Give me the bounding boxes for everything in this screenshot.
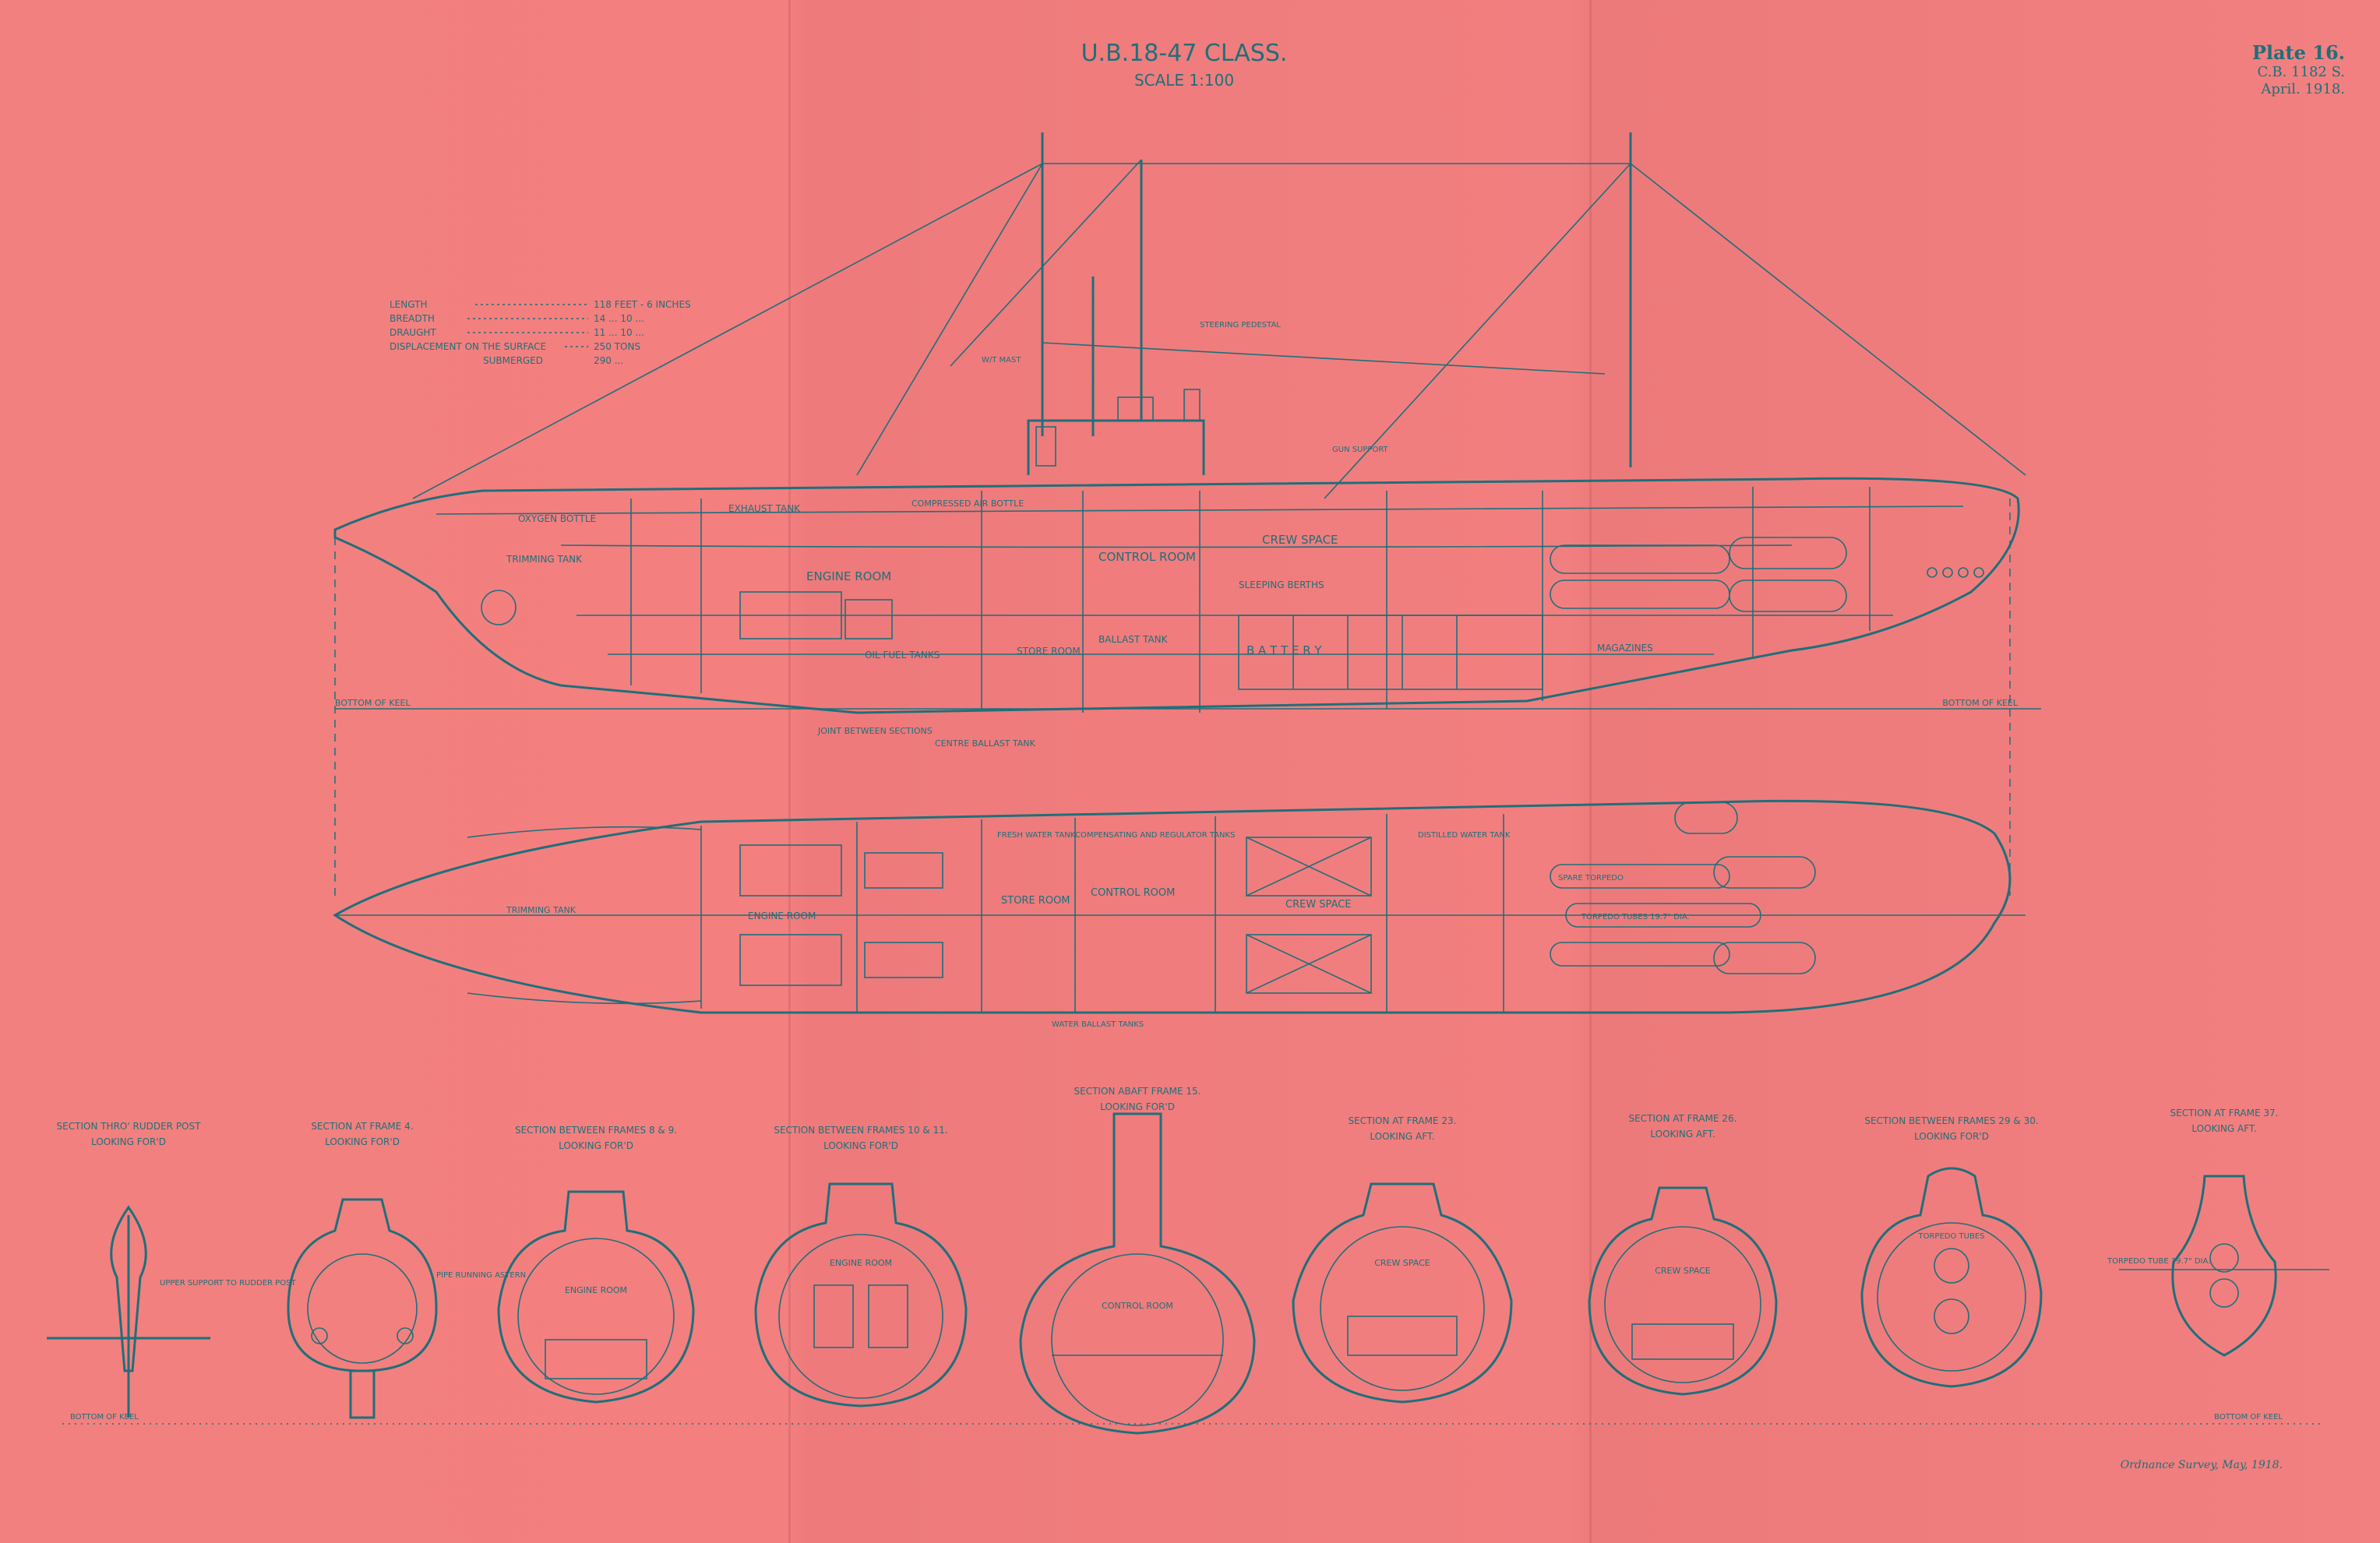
fold-line: [1589, 0, 1592, 1543]
section-note: CONTROL ROOM: [1102, 1301, 1173, 1311]
profile-label-store-room: STORE ROOM: [1017, 646, 1081, 657]
drawing-scale: SCALE 1:100: [1134, 71, 1234, 90]
section-subtitle: LOOKING FOR'D: [1914, 1131, 1989, 1142]
profile-label-compressed-air: COMPRESSED AIR BOTTLE: [911, 498, 1024, 509]
plan-label-distilled-water: DISTILLED WATER TANK: [1418, 831, 1511, 840]
profile-label-oil-fuel-tanks: OIL FUEL TANKS: [865, 650, 940, 661]
section-note: TORPEDO TUBE 19.7" DIA.: [2107, 1257, 2210, 1266]
plan-label-control-room: CONTROL ROOM: [1091, 887, 1175, 899]
profile-label-centre-ballast: CENTRE BALLAST TANK: [935, 738, 1036, 749]
profile-label-control-room: CONTROL ROOM: [1098, 550, 1196, 564]
plan-label-fresh-water: FRESH WATER TANK: [997, 831, 1076, 840]
section-frame-23: SECTION AT FRAME 23. LOOKING AFT. CREW S…: [1292, 1115, 1513, 1404]
section-abaft-frame-15: SECTION ABAFT FRAME 15. LOOKING FOR'D CO…: [1019, 1086, 1256, 1435]
plan-label-torpedo-tubes: TORPEDO TUBES 19.7" DIA.: [1581, 913, 1690, 921]
profile-label-engine-room: ENGINE ROOM: [806, 569, 891, 583]
section-note: CREW SPACE: [1374, 1258, 1430, 1268]
profile-label-exhaust-tank: EXHAUST TANK: [728, 503, 801, 514]
profile-view: ENGINE ROOM CONTROL ROOM CREW SPACE B A …: [333, 132, 2041, 896]
section-subtitle: LOOKING FOR'D: [559, 1140, 633, 1151]
plan-label-spare-torpedo: SPARE TORPEDO: [1558, 874, 1624, 882]
particular-value: 250 TONS: [594, 341, 640, 352]
section-note: ENGINE ROOM: [830, 1258, 892, 1268]
profile-label-sleeping-berths: SLEEPING BERTHS: [1239, 580, 1324, 590]
section-frame-26: SECTION AT FRAME 26. LOOKING AFT. CREW S…: [1588, 1113, 1778, 1396]
section-subtitle: LOOKING FOR'D: [325, 1136, 400, 1147]
section-subtitle: LOOKING AFT.: [1650, 1129, 1715, 1140]
section-title: SECTION AT FRAME 23.: [1349, 1115, 1457, 1126]
particular-label: SUBMERGED: [483, 355, 543, 366]
section-frame-4: SECTION AT FRAME 4. LOOKING FOR'D PIPE R…: [287, 1121, 526, 1419]
section-frames-29-30: SECTION BETWEEN FRAMES 29 & 30. LOOKING …: [1860, 1115, 2043, 1388]
profile-label-oxygen-bottle: OXYGEN BOTTLE: [518, 513, 596, 524]
sections-label-bottom-of-keel-left: BOTTOM OF KEEL: [70, 1413, 139, 1421]
plan-label-engine-room: ENGINE ROOM: [748, 911, 816, 921]
section-title: SECTION BETWEEN FRAMES 29 & 30.: [1864, 1115, 2038, 1126]
section-subtitle: LOOKING AFT.: [2191, 1123, 2256, 1134]
section-note: TORPEDO TUBES: [1918, 1232, 1985, 1241]
section-note: PIPE RUNNING ASTERN: [436, 1271, 526, 1280]
plate-reference: C.B. 1182 S.: [2258, 64, 2345, 80]
section-title: SECTION THRO' RUDDER POST: [57, 1121, 202, 1132]
section-frames-8-9: SECTION BETWEEN FRAMES 8 & 9. LOOKING FO…: [497, 1125, 695, 1404]
profile-label-crew-space: CREW SPACE: [1262, 533, 1338, 547]
profile-label-magazines: MAGAZINES: [1597, 643, 1653, 653]
section-title: SECTION BETWEEN FRAMES 10 & 11.: [774, 1125, 947, 1136]
section-title: SECTION ABAFT FRAME 15.: [1074, 1086, 1201, 1097]
section-subtitle: LOOKING FOR'D: [823, 1140, 898, 1151]
particulars-table: LENGTH 118 FEET - 6 INCHES BREADTH 14 ..…: [390, 299, 691, 366]
section-note: ENGINE ROOM: [565, 1285, 627, 1295]
section-frame-37: SECTION AT FRAME 37. LOOKING AFT. TORPED…: [2107, 1108, 2329, 1357]
plan-label-water-ballast: WATER BALLAST TANKS: [1052, 1020, 1144, 1029]
plan-label-crew-space: CREW SPACE: [1285, 899, 1352, 911]
drawing-title: U.B.18-47 CLASS.: [1081, 40, 1288, 67]
section-frames-10-11: SECTION BETWEEN FRAMES 10 & 11. LOOKING …: [754, 1125, 968, 1407]
section-note: UPPER SUPPORT TO RUDDER POST: [160, 1279, 296, 1288]
particular-value: 14 ... 10 ...: [594, 313, 644, 324]
footer-note: Ordnance Survey, May, 1918.: [2121, 1459, 2283, 1471]
plan-label-compensating: COMPENSATING AND REGULATOR TANKS: [1075, 831, 1235, 840]
section-note: CREW SPACE: [1655, 1266, 1711, 1276]
profile-label-joint: JOINT BETWEEN SECTIONS: [817, 726, 933, 736]
profile-label-battery: B A T T E R Y: [1246, 643, 1322, 657]
fold-line: [788, 0, 791, 1543]
section-subtitle: LOOKING FOR'D: [1100, 1101, 1175, 1112]
plan-label-store-room: STORE ROOM: [1001, 895, 1070, 907]
section-rudder-post: SECTION THRO' RUDDER POST LOOKING FOR'D …: [47, 1121, 296, 1418]
profile-label-ballast-tank: BALLAST TANK: [1098, 634, 1169, 645]
particular-value: 118 FEET - 6 INCHES: [594, 299, 691, 310]
profile-label-bottom-of-keel-left: BOTTOM OF KEEL: [335, 698, 411, 708]
profile-label-gun-support: GUN SUPPORT: [1332, 446, 1389, 454]
particular-value: 11 ... 10 ...: [594, 327, 644, 338]
sections-label-bottom-of-keel-right: BOTTOM OF KEEL: [2214, 1413, 2283, 1421]
particular-label: DRAUGHT: [390, 327, 436, 338]
cross-sections: SECTION THRO' RUDDER POST LOOKING FOR'D …: [47, 1086, 2329, 1435]
section-title: SECTION AT FRAME 37.: [2170, 1108, 2279, 1118]
plan-view: ENGINE ROOM STORE ROOM CONTROL ROOM CREW…: [333, 799, 2026, 1029]
profile-label-bottom-of-keel-right: BOTTOM OF KEEL: [1942, 698, 2018, 708]
particular-label: LENGTH: [390, 299, 427, 310]
particular-value: 290 ...: [594, 355, 623, 366]
profile-label-trimming-tank: TRIMMING TANK: [506, 554, 583, 565]
plate-date: April. 1918.: [2260, 81, 2345, 97]
particular-label: BREADTH: [390, 313, 435, 324]
plan-label-trimming-tank: TRIMMING TANK: [506, 905, 576, 915]
section-title: SECTION BETWEEN FRAMES 8 & 9.: [515, 1125, 677, 1136]
profile-label-wt-mast: W/T MAST: [982, 356, 1021, 365]
particular-label: DISPLACEMENT ON THE SURFACE: [390, 341, 546, 352]
section-title: SECTION AT FRAME 4.: [311, 1121, 413, 1132]
section-subtitle: LOOKING AFT.: [1370, 1131, 1434, 1142]
profile-label-steering-pedestal: STEERING PEDESTAL: [1200, 321, 1281, 329]
section-subtitle: LOOKING FOR'D: [91, 1136, 166, 1147]
plate-number: Plate 16.: [2252, 41, 2345, 64]
section-title: SECTION AT FRAME 26.: [1629, 1113, 1737, 1124]
